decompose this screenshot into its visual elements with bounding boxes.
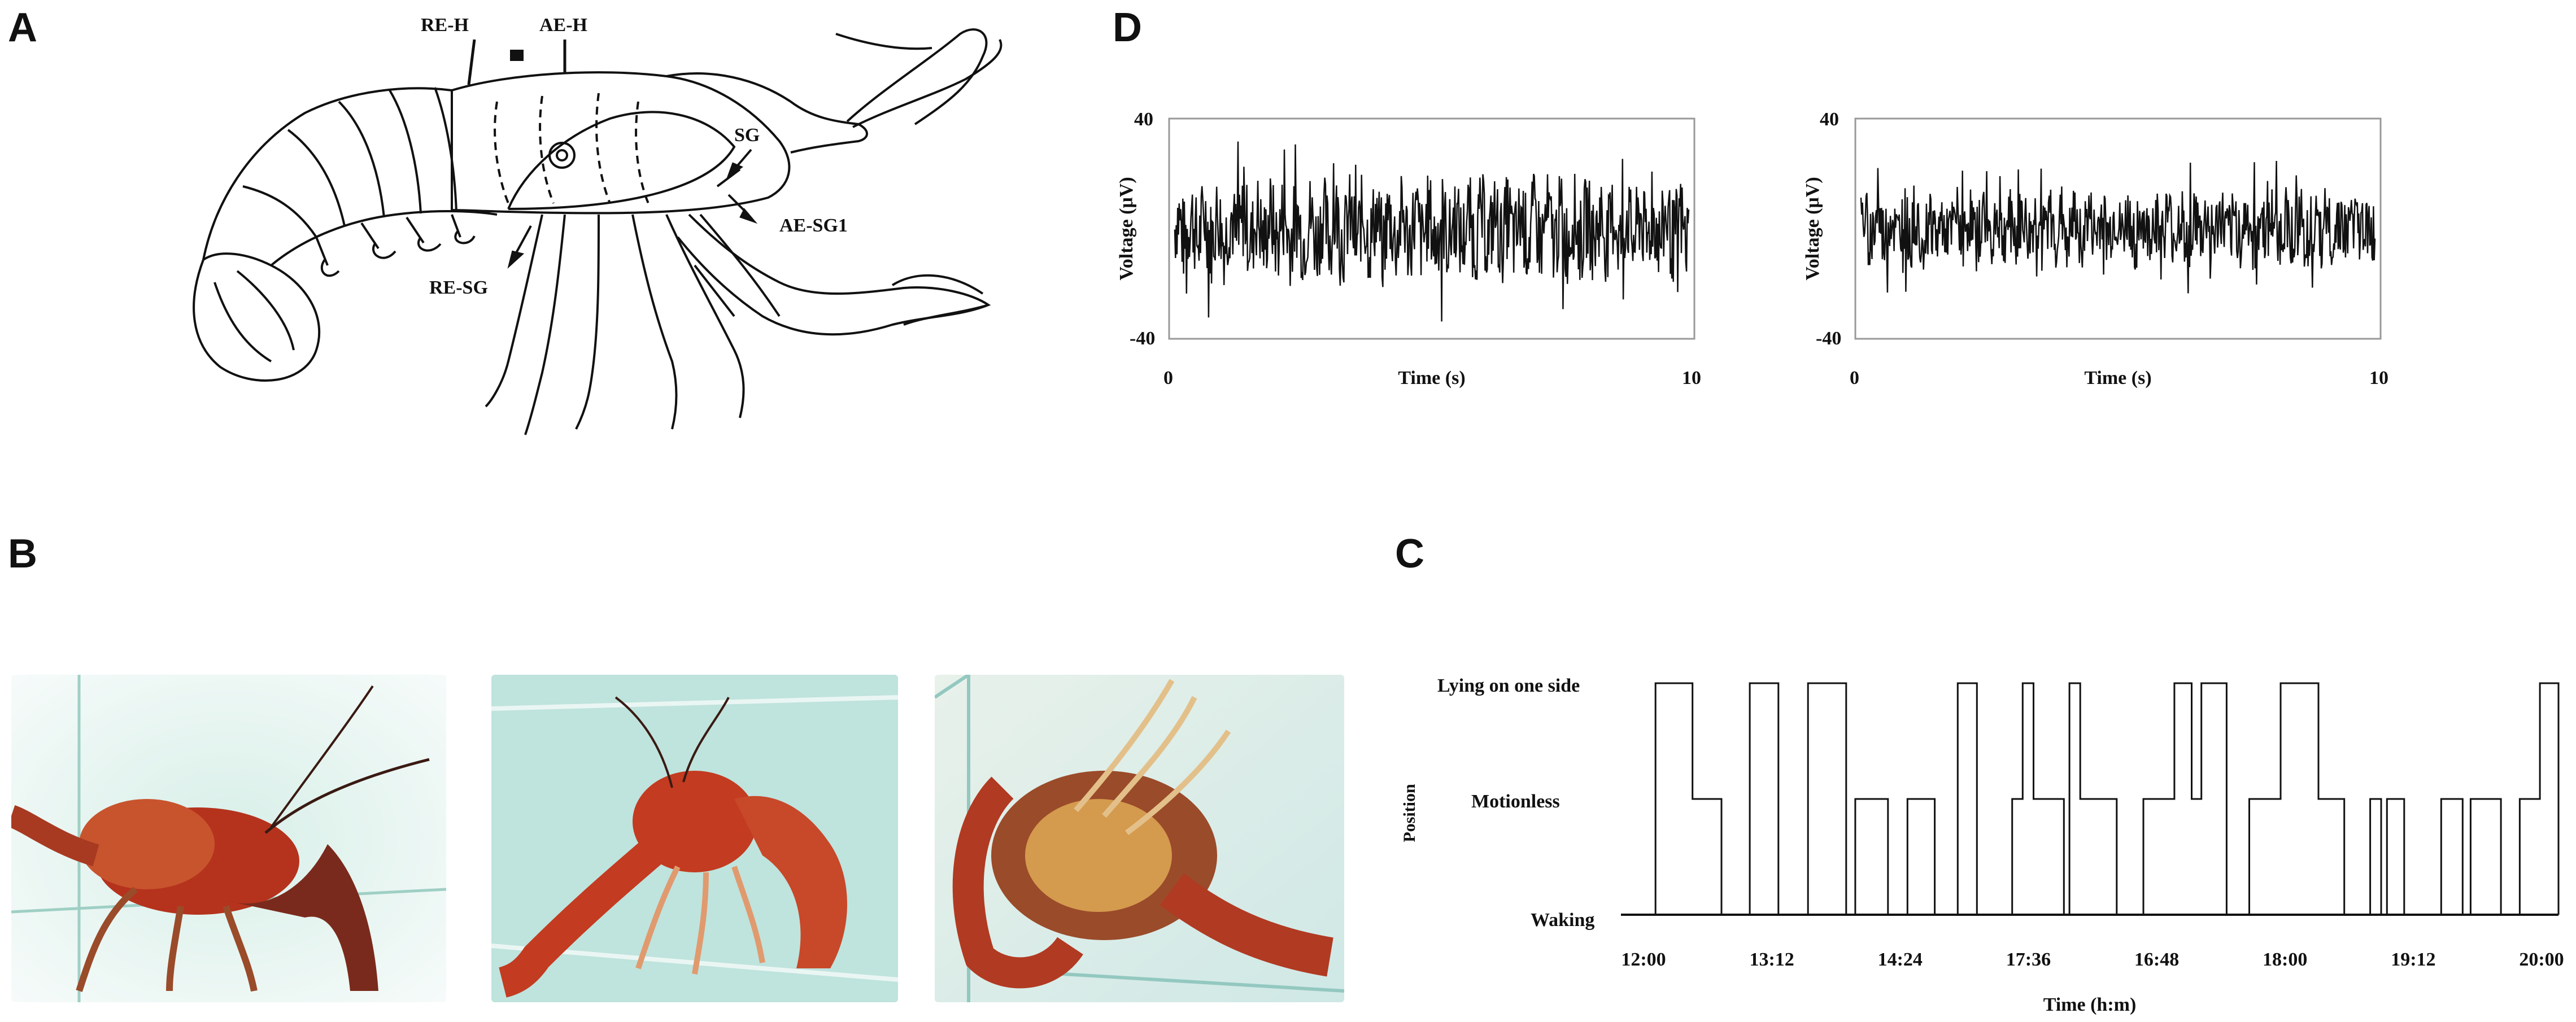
panel-a-letter: A <box>8 5 37 50</box>
eeg-chart-right: 40 -40 0 10 Time (s) Voltage (μV) <box>1802 109 2388 388</box>
label-ae-h: AE-H <box>539 15 587 36</box>
eeg-right-ylabel: Voltage (μV) <box>1802 177 1823 280</box>
eeg-right-trace <box>1860 160 2376 294</box>
position-xtick-3: 17:36 <box>2006 949 2051 970</box>
position-xtick-5: 18:00 <box>2263 949 2307 970</box>
eeg-right-xlabel: Time (s) <box>2084 368 2151 388</box>
crayfish-photo-1 <box>11 675 446 1002</box>
position-xlabel: Time (h:m) <box>2043 994 2137 1015</box>
eeg-right-ytick-top: 40 <box>1820 109 1839 130</box>
position-xticks: 12:00 13:12 14:24 17:36 16:48 18:00 19:12 20:00 <box>1621 949 2564 970</box>
eeg-left-ytick-top: 40 <box>1134 109 1153 130</box>
position-chart: Lying on one side Motionless Waking Posi… <box>1400 675 2564 1015</box>
position-level-motionless: Motionless <box>1471 791 1560 812</box>
label-sg: SG <box>734 125 760 146</box>
position-trace <box>1621 682 2560 916</box>
panel-d-letter: D <box>1113 5 1142 50</box>
panel-b-letter: B <box>8 531 37 576</box>
position-xtick-2: 14:24 <box>1878 949 1923 970</box>
eeg-right-xtick-start: 0 <box>1850 368 1859 388</box>
eeg-right-frame <box>1854 117 2382 340</box>
label-re-h: RE-H <box>421 15 469 36</box>
position-level-waking: Waking <box>1531 910 1594 931</box>
position-ylabel: Position <box>1400 784 1419 842</box>
eeg-left-ytick-bottom: -40 <box>1130 328 1155 349</box>
eeg-left-xtick-end: 10 <box>1682 368 1701 388</box>
eeg-left-xtick-start: 0 <box>1163 368 1173 388</box>
crayfish-anatomy-drawing <box>193 28 1002 435</box>
position-xtick-0: 12:00 <box>1621 949 1666 970</box>
position-xtick-4: 16:48 <box>2134 949 2179 970</box>
label-re-sg: RE-SG <box>429 277 488 298</box>
eeg-left-xlabel: Time (s) <box>1398 368 1465 388</box>
panel-c-letter: C <box>1395 531 1424 576</box>
position-xtick-7: 20:00 <box>2519 949 2564 970</box>
eeg-left-frame <box>1168 117 1695 340</box>
position-level-lying: Lying on one side <box>1437 675 1580 696</box>
label-ae-sg1: AE-SG1 <box>779 215 848 236</box>
position-xtick-6: 19:12 <box>2391 949 2435 970</box>
panel-a-arrows <box>507 149 758 269</box>
eeg-chart-left: 40 -40 0 10 Time (s) Voltage (μV) <box>1116 109 1701 388</box>
eeg-left-trace <box>1174 141 1690 322</box>
eeg-right-xtick-end: 10 <box>2369 368 2388 388</box>
crayfish-photo-3 <box>935 675 1344 1002</box>
eeg-left-ylabel: Voltage (μV) <box>1116 177 1137 280</box>
crayfish-photo-2 <box>491 675 898 1002</box>
position-xtick-1: 13:12 <box>1749 949 1794 970</box>
eeg-right-ytick-bottom: -40 <box>1816 328 1841 349</box>
